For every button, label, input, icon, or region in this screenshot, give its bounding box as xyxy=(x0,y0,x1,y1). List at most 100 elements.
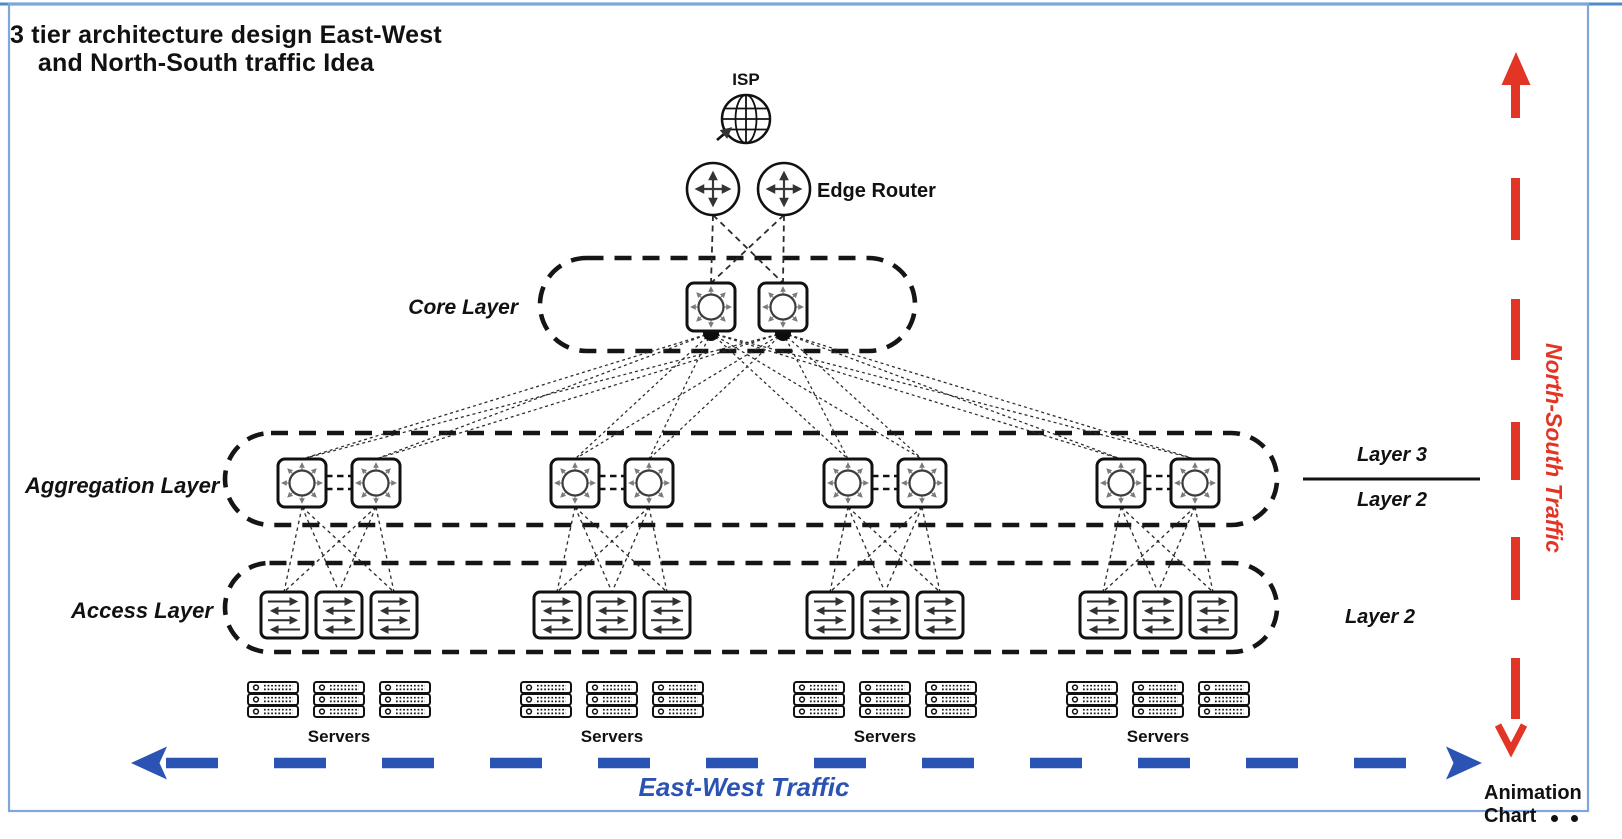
multilayer-switch-icon xyxy=(350,457,402,509)
bullet-dot-icon xyxy=(1571,815,1579,822)
access-switch-icon xyxy=(314,590,364,640)
access-switch-icon xyxy=(532,590,582,640)
connection-line xyxy=(574,506,613,593)
north-south-traffic-label: North-South Traffic xyxy=(1541,343,1567,553)
connection-line xyxy=(1120,506,1214,593)
server-stack-icon xyxy=(247,681,299,718)
connection-line xyxy=(556,506,650,593)
server-stack-icon xyxy=(379,681,431,718)
east-west-traffic-label: East-West Traffic xyxy=(638,772,850,802)
server-stack-icon xyxy=(925,681,977,718)
connection-line xyxy=(712,214,784,284)
access-switch-icon xyxy=(587,590,637,640)
connection-line xyxy=(375,506,395,593)
multilayer-switch-icon xyxy=(276,457,328,509)
multilayer-switch-icon xyxy=(757,281,809,333)
connection-line xyxy=(921,506,941,593)
connection-line xyxy=(648,332,784,460)
server-stack-icon xyxy=(1198,681,1250,718)
watermark: Animation Chart xyxy=(1484,781,1622,827)
connection-line xyxy=(574,506,668,593)
server-stack-icon xyxy=(793,681,845,718)
connection-line xyxy=(1120,506,1159,593)
watermark-line2: Chart xyxy=(1484,805,1622,827)
connection-line xyxy=(710,214,714,284)
access-switch-icon xyxy=(1078,590,1128,640)
arrow-dash xyxy=(1511,537,1520,600)
connection-lines xyxy=(283,214,1214,593)
server-stack-icon xyxy=(652,681,704,718)
connection-line xyxy=(574,332,784,460)
connection-line xyxy=(301,332,784,460)
connection-line xyxy=(338,506,377,593)
layer3-annotation: Layer 3 xyxy=(1356,444,1428,466)
diagram-frame xyxy=(7,2,1590,813)
access-switch-icon xyxy=(915,590,965,640)
edge-router-label: Edge Router xyxy=(817,180,936,202)
cursor-arrow-icon xyxy=(716,127,733,141)
connection-line xyxy=(847,506,886,593)
arrow-dash xyxy=(1511,422,1520,480)
connection-line xyxy=(301,506,340,593)
multilayer-switch-icon xyxy=(1169,457,1221,509)
access-switch-icon xyxy=(860,590,910,640)
access-layer-label: Access Layer xyxy=(71,598,213,623)
connection-line xyxy=(1157,506,1196,593)
connection-line xyxy=(829,506,849,593)
multilayer-switch-icon xyxy=(1095,457,1147,509)
arrow-dash xyxy=(1511,178,1520,240)
connection-line xyxy=(782,332,1122,460)
connection-line xyxy=(1102,506,1122,593)
connection-line xyxy=(782,214,785,284)
multilayer-switch-icon xyxy=(896,457,948,509)
connection-line xyxy=(1102,506,1196,593)
edge-router-icon xyxy=(685,161,741,217)
server-stack-icon xyxy=(313,681,365,718)
servers-label-group3: Servers xyxy=(853,727,917,746)
server-stack-icon xyxy=(1066,681,1118,718)
access-switch-icon xyxy=(642,590,692,640)
east-west-arrow xyxy=(131,746,1482,780)
watermark-line2-text: Chart xyxy=(1484,805,1537,827)
diagram-title-line2: and North-South traffic Idea xyxy=(37,49,375,77)
connection-line xyxy=(782,332,923,460)
connection-line xyxy=(782,332,1196,460)
globe-icon xyxy=(716,93,772,145)
multilayer-switch-icon xyxy=(549,457,601,509)
access-switch-icon xyxy=(1133,590,1183,640)
connection-line xyxy=(1194,506,1214,593)
servers-label-group4: Servers xyxy=(1126,727,1190,746)
arrow-right-head xyxy=(1446,746,1482,780)
connection-line xyxy=(375,332,784,460)
north-south-arrow xyxy=(1494,52,1531,758)
edge-router-icon xyxy=(756,161,812,217)
connection-line xyxy=(283,506,303,593)
connection-line xyxy=(283,506,377,593)
servers-label-group1: Servers xyxy=(307,727,371,746)
core-layer-boundary xyxy=(537,255,918,354)
layer2-lower-annotation: Layer 2 xyxy=(1344,606,1416,628)
aggregation-layer-label: Aggregation Layer xyxy=(25,473,220,498)
server-stack-icon xyxy=(586,681,638,718)
servers-label-group2: Servers xyxy=(580,727,644,746)
connection-line xyxy=(829,506,923,593)
connection-line xyxy=(847,506,941,593)
aggregation-layer-boundary xyxy=(222,430,1280,528)
connection-line xyxy=(710,332,923,460)
access-switch-icon xyxy=(259,590,309,640)
multilayer-switch-icon xyxy=(822,457,874,509)
connection-line xyxy=(710,214,785,284)
access-layer-boundary xyxy=(222,560,1280,655)
arrow-up-head xyxy=(1501,52,1531,85)
connection-line xyxy=(884,506,923,593)
arrow-down-head xyxy=(1494,723,1528,758)
multilayer-switch-icon xyxy=(685,281,737,333)
access-switch-icon xyxy=(1188,590,1238,640)
connection-line xyxy=(710,332,1122,460)
arrow-dash xyxy=(1511,658,1520,719)
server-stack-icon xyxy=(1132,681,1184,718)
watermark-dots xyxy=(1536,805,1579,827)
isp-label: ISP xyxy=(732,70,760,89)
